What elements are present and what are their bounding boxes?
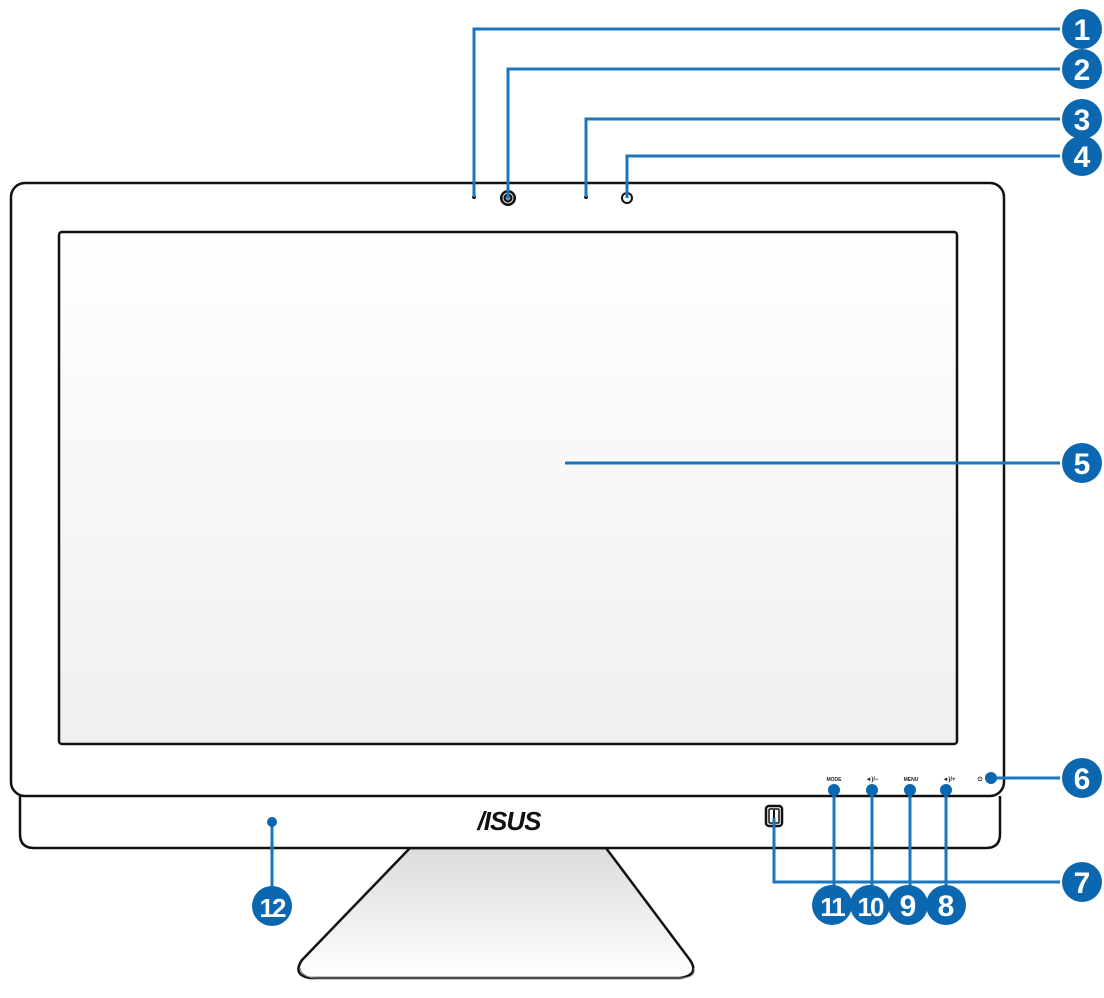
volume-down-button-label: ◄)/− xyxy=(865,777,879,783)
callout-badge-12: 12 xyxy=(252,886,292,926)
svg-text:12: 12 xyxy=(260,893,286,923)
svg-text:9: 9 xyxy=(900,890,917,923)
svg-text:6: 6 xyxy=(1074,763,1091,796)
svg-text:10: 10 xyxy=(858,892,884,922)
svg-text:7: 7 xyxy=(1074,867,1091,900)
callout-badge-1: 1 xyxy=(1062,9,1102,49)
callout-badge-3: 3 xyxy=(1062,99,1102,139)
power-indicator-glyph: ⏻ xyxy=(978,776,983,783)
svg-text:2: 2 xyxy=(1074,54,1091,87)
svg-text:8: 8 xyxy=(938,890,955,923)
stand xyxy=(297,846,695,980)
callout-badge-10: 10 xyxy=(850,885,890,925)
callout-badge-2: 2 xyxy=(1062,49,1102,89)
callout-badge-7: 7 xyxy=(1062,862,1102,902)
svg-text:1: 1 xyxy=(1074,14,1091,47)
menu-button-label: MENU xyxy=(904,777,919,783)
callout-badge-9: 9 xyxy=(888,885,928,925)
callout-badge-5: 5 xyxy=(1062,443,1102,483)
base-bar xyxy=(18,796,1002,850)
callout-dots xyxy=(267,772,997,827)
brand-logo: /ISUS xyxy=(477,806,543,836)
callout-badge-8: 8 xyxy=(926,885,966,925)
callout-badge-4: 4 xyxy=(1062,136,1102,176)
svg-text:4: 4 xyxy=(1074,141,1091,174)
bezel-buttons: MODE ◄)/− MENU ◄)/+ ⏻ xyxy=(827,776,983,783)
display-screen xyxy=(57,230,959,746)
callout-badge-11: 11 xyxy=(812,885,852,925)
mode-button-label: MODE xyxy=(827,777,843,783)
callout-lines xyxy=(270,27,1060,910)
svg-text:3: 3 xyxy=(1074,104,1091,137)
callout-badge-6: 6 xyxy=(1062,758,1102,798)
volume-up-button-label: ◄)/+ xyxy=(942,777,956,783)
svg-text:11: 11 xyxy=(820,892,845,922)
svg-text:5: 5 xyxy=(1074,448,1091,481)
